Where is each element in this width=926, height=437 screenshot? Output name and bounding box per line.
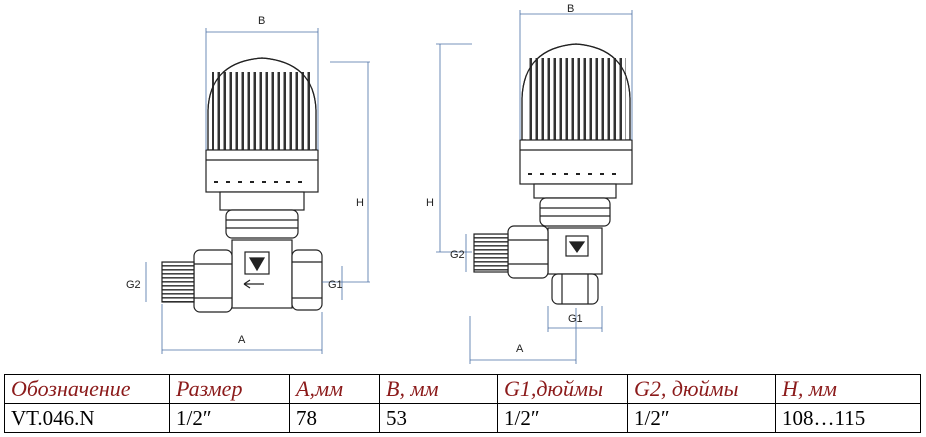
cell-g1-inch: 1/2″	[497, 403, 628, 433]
right-thread-g2	[473, 233, 509, 273]
technical-drawing: B H A G1 G2	[126, 3, 633, 364]
cell-designation: VT.046.N	[4, 403, 170, 433]
cell-g2-inch: 1/2″	[627, 403, 776, 433]
right-head-ribs	[526, 58, 626, 140]
header-a-mm: А,мм	[289, 374, 380, 404]
header-g1-inch: G1,дюймы	[497, 374, 628, 404]
left-head-scale-band	[205, 149, 319, 193]
cell-a-mm: 78	[289, 403, 380, 433]
spec-table-header-row: Обозначение Размер А,мм В, мм G1,дюймы G…	[4, 374, 921, 404]
right-dim-b: B	[567, 3, 574, 15]
header-size: Размер	[169, 374, 290, 404]
right-valve-view	[473, 43, 633, 305]
left-dim-b: B	[258, 15, 265, 27]
header-b-mm: В, мм	[379, 374, 498, 404]
left-dimensions	[145, 28, 370, 354]
right-dimensions	[436, 10, 633, 364]
header-g2-inch: G2, дюймы	[627, 374, 776, 404]
spec-table-row: VT.046.N 1/2″ 78 53 1/2″ 1/2″ 108…115	[4, 403, 921, 433]
right-dim-g2: G2	[450, 249, 465, 261]
left-dim-g1: G1	[328, 279, 343, 291]
cell-b-mm: 53	[379, 403, 498, 433]
left-head-ribs	[212, 72, 312, 150]
cell-h-mm: 108…115	[775, 403, 921, 433]
left-dim-a: A	[238, 334, 246, 346]
right-dim-g1: G1	[568, 313, 583, 325]
cell-size: 1/2″	[169, 403, 290, 433]
header-h-mm: Н, мм	[775, 374, 921, 404]
left-valve-view	[161, 57, 323, 313]
spec-table: Обозначение Размер А,мм В, мм G1,дюймы G…	[4, 374, 921, 433]
header-designation: Обозначение	[4, 374, 170, 404]
right-dim-a: A	[516, 343, 524, 355]
left-dim-h: H	[356, 197, 364, 209]
left-thread-g2	[161, 261, 195, 303]
right-head-scale-band	[519, 139, 633, 185]
left-dim-g2: G2	[126, 279, 141, 291]
right-dim-h: H	[426, 197, 434, 209]
